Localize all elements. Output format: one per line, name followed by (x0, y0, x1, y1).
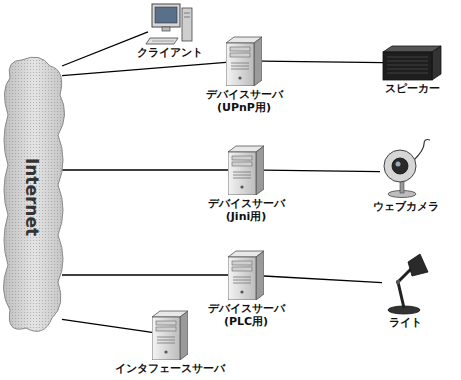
device-label: デバイスサーバ (UPnP用) (198, 88, 290, 114)
connector-line (62, 274, 228, 275)
connector-line (62, 62, 226, 75)
webcam-node: ウェブカメラ (380, 146, 432, 198)
device-label: ライト (389, 316, 422, 329)
device-label: デバイスサーバ (Jini用) (200, 197, 292, 223)
server-icon (152, 311, 188, 360)
client-node: クライアント (148, 2, 192, 44)
connector-line (62, 32, 148, 66)
connector-line (62, 169, 228, 170)
device-server-node: デバイスサーバ (UPnP用) (226, 36, 262, 86)
interface-server-node: インタフェースサーバ (152, 310, 188, 360)
lamp-icon (388, 254, 428, 314)
internet-cloud (3, 57, 64, 331)
device-label: スピーカー (385, 82, 440, 95)
light-node: ライト (382, 254, 428, 314)
device-label: インタフェースサーバ (115, 362, 225, 375)
device-label: クライアント (137, 46, 203, 59)
connector-line (264, 276, 382, 283)
client-pc-icon (146, 4, 192, 44)
server-icon (228, 146, 264, 195)
connector-line (62, 319, 152, 332)
internet-cloud-node: Internet (2, 58, 62, 335)
webcam-icon (384, 140, 430, 198)
server-icon (226, 37, 262, 86)
connector-line (264, 170, 380, 172)
cloud-label: Internet (22, 157, 42, 235)
device-label: ウェブカメラ (373, 200, 439, 213)
speaker-node: スピーカー (383, 46, 441, 80)
device-label: デバイスサーバ (PLC用) (200, 302, 292, 328)
device-server-node: デバイスサーバ (Jini用) (228, 145, 264, 195)
connector-line (262, 61, 383, 63)
device-server-node: デバイスサーバ (PLC用) (228, 250, 264, 300)
speaker-icon (383, 46, 441, 80)
server-icon (228, 251, 264, 300)
